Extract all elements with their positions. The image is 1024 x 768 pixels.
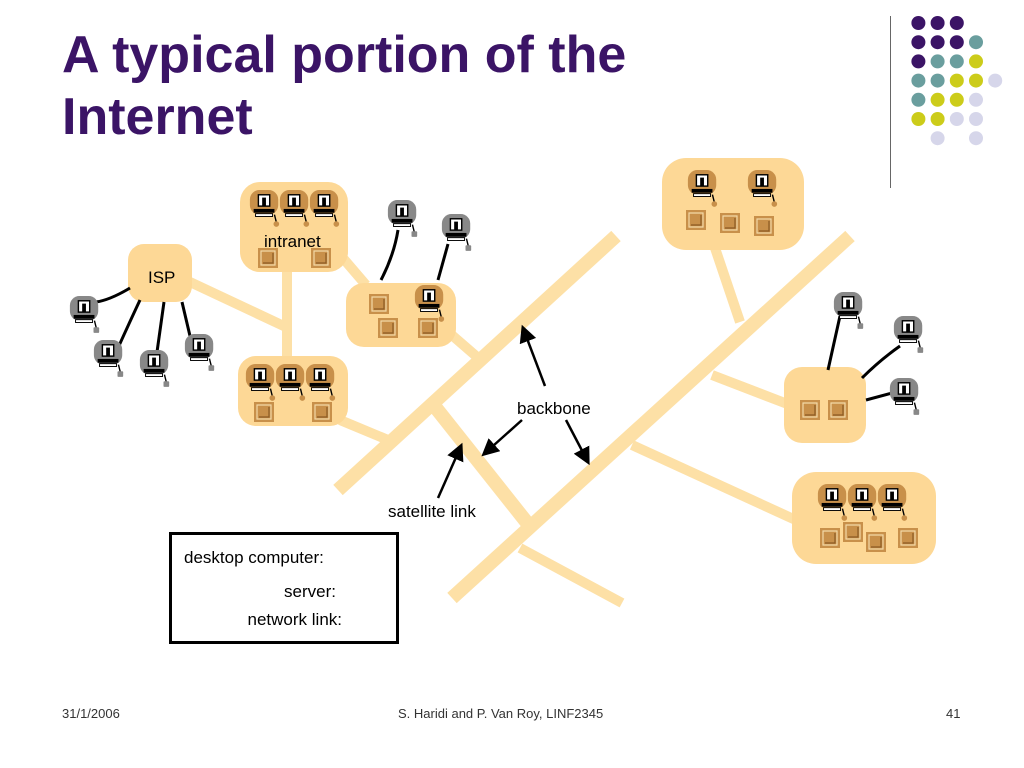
decorative-dot <box>930 16 945 30</box>
backbone-link-right <box>447 230 855 604</box>
decorative-dot <box>949 35 964 50</box>
server-icon <box>312 402 332 422</box>
decorative-dot <box>911 92 926 107</box>
network-clouds <box>128 158 936 564</box>
decorative-dot <box>949 54 964 69</box>
decorative-dot <box>969 35 983 50</box>
desktop-icon <box>69 295 100 334</box>
desktop-icon <box>184 333 215 372</box>
server-icon <box>369 294 389 314</box>
decorative-dot <box>969 92 983 107</box>
desktop-icon <box>889 377 920 416</box>
desktop-icon <box>93 339 124 378</box>
desktop-icon <box>139 349 170 388</box>
link-lan2-backbone <box>338 415 390 445</box>
network-links <box>187 230 855 608</box>
decorative-dot <box>911 112 926 126</box>
decorative-dot <box>949 92 964 107</box>
server-icon <box>720 213 740 233</box>
desktop-icon <box>387 199 418 238</box>
server-icon <box>898 528 918 548</box>
divider-line <box>890 16 891 188</box>
server-icon <box>378 318 398 338</box>
arrow-backbone-left <box>481 419 523 457</box>
decorative-dot-grid <box>911 16 1003 146</box>
decorative-dot <box>969 54 983 69</box>
decorative-dot <box>930 112 945 126</box>
link-bottom <box>517 543 625 608</box>
decorative-dot <box>930 73 945 88</box>
decorative-dot <box>969 112 983 126</box>
slide-title-line-1: A typical portion of the <box>62 26 627 84</box>
label-satellite-link: satellite link <box>388 502 476 521</box>
server-icon <box>843 522 863 542</box>
decorative-dot <box>949 73 964 88</box>
decorative-dot <box>969 73 983 88</box>
server-icon <box>866 532 886 552</box>
footer-page-number: 41 <box>946 706 961 721</box>
server-icon <box>418 318 438 338</box>
label-backbone: backbone <box>517 399 591 418</box>
arrows <box>436 324 590 499</box>
cloud-topright <box>662 158 804 250</box>
footer-authors: S. Haridi and P. Van Roy, LINF2345 <box>398 706 604 721</box>
link-midright-backbone <box>710 370 792 410</box>
arrow-satellite <box>436 442 464 499</box>
server-icon <box>800 400 820 420</box>
decorative-dot <box>930 35 945 50</box>
backbone-link-left <box>333 230 621 496</box>
server-icon <box>686 210 706 230</box>
slide-title-line-2: Internet <box>62 88 253 146</box>
link-bottomright-backbone <box>629 440 803 527</box>
decorative-dot <box>911 35 926 50</box>
link-topright-backbone <box>709 243 745 324</box>
server-icon <box>754 216 774 236</box>
satellite-link <box>430 403 534 529</box>
legend-desktop-label: desktop computer: <box>184 548 324 567</box>
decorative-dot <box>969 131 983 146</box>
decorative-dot <box>949 112 964 126</box>
decorative-dot <box>930 92 945 107</box>
cloud-isp <box>128 244 192 302</box>
legend-network-link-label: network link: <box>247 610 342 629</box>
server-icon <box>254 402 274 422</box>
decorative-dot <box>949 16 964 30</box>
label-intranet: intranet <box>264 232 321 251</box>
decorative-dot <box>911 73 926 88</box>
arrow-backbone-up <box>519 324 547 387</box>
cloud-midright <box>784 367 866 443</box>
footer-date: 31/1/2006 <box>62 706 120 721</box>
decorative-dot <box>930 131 945 146</box>
server-icon <box>828 400 848 420</box>
decorative-dot <box>911 16 926 30</box>
decorative-dot <box>911 54 926 69</box>
server-icon <box>820 528 840 548</box>
legend-server-label: server: <box>284 582 336 601</box>
wires <box>95 229 901 402</box>
arrow-backbone-down <box>564 419 590 466</box>
slide-title: A typical portion of the Internet <box>62 24 862 148</box>
decorative-dot <box>988 73 1003 88</box>
legend-box <box>169 532 399 644</box>
decorative-dot <box>930 54 945 69</box>
link-isp-intranet <box>187 277 291 333</box>
label-isp: ISP <box>148 268 176 287</box>
